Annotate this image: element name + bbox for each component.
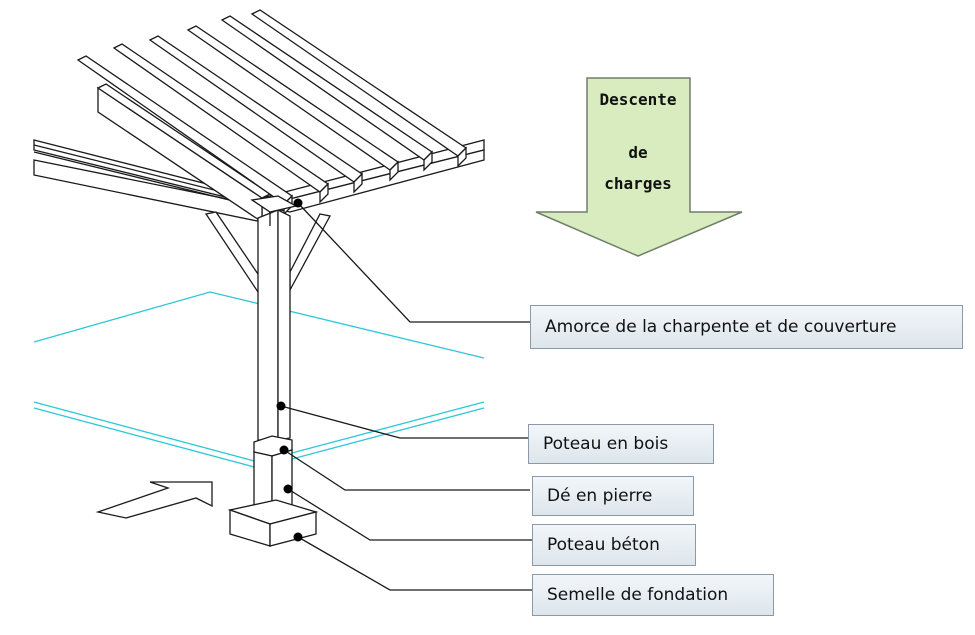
- leader-lines: [280, 202, 532, 591]
- label-charpente: Amorce de la charpente et de couverture: [530, 305, 963, 349]
- wooden-post: [250, 195, 298, 441]
- load-arrow-line1: Descente: [599, 90, 677, 109]
- label-de-pierre: Dé en pierre: [532, 476, 694, 516]
- stone-block: [253, 435, 293, 511]
- label-poteau-beton: Poteau béton: [532, 524, 696, 566]
- leader-dots: [276, 198, 303, 542]
- footing: [227, 499, 319, 547]
- direction-arrow: [95, 481, 213, 519]
- load-arrow-line2: de: [628, 143, 648, 162]
- roof-structure: [33, 9, 485, 224]
- load-arrow-line3: charges: [604, 174, 672, 193]
- label-poteau-bois: Poteau en bois: [528, 424, 714, 464]
- label-semelle: Semelle de fondation: [532, 574, 774, 616]
- load-descent-arrow: [535, 77, 743, 257]
